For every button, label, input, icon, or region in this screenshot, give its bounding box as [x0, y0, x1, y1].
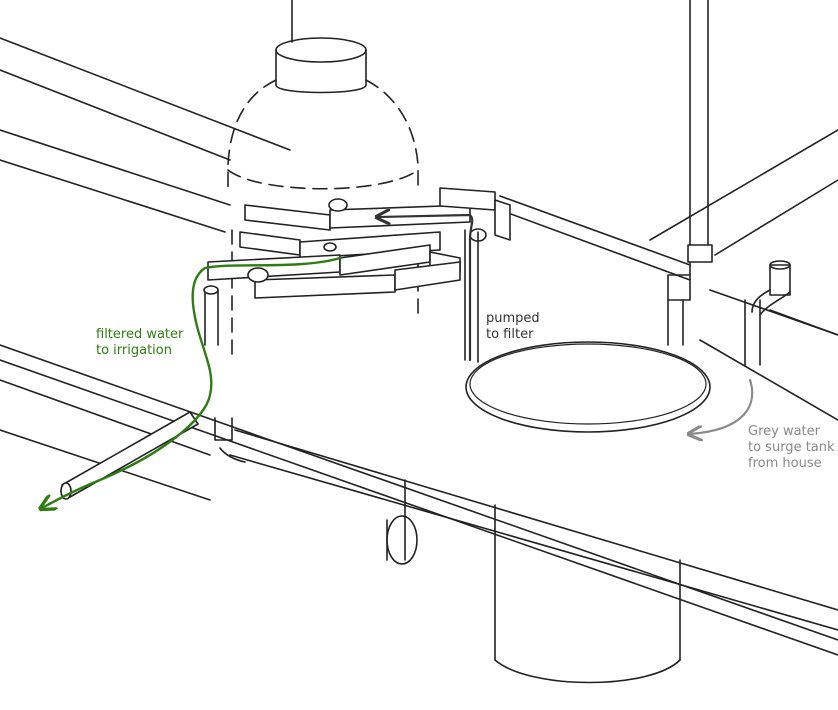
- pumped-to-filter-label: pumped to filter: [486, 311, 540, 342]
- pumped-flow-arrow: [378, 215, 474, 362]
- background-structure: [0, 0, 838, 421]
- grey-water-pipe: [744, 260, 791, 366]
- filtered-water-label: filtered water to irrigation: [96, 327, 184, 358]
- grey-water-label: Grey water to surge tank from house: [748, 424, 835, 471]
- filter-tank: [227, 37, 419, 356]
- foreground-beam: [0, 344, 838, 684]
- grey-water-flow-arrow: [690, 378, 754, 434]
- filtered-flow-arrow: [42, 256, 342, 508]
- surge-tank: [465, 341, 711, 433]
